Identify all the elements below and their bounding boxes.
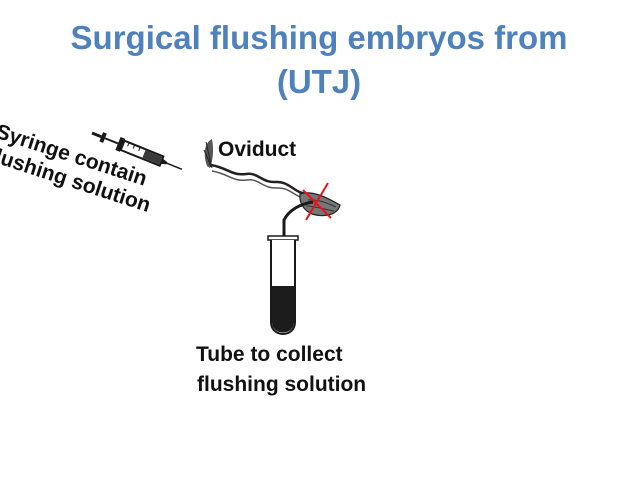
tube-label: Tube to collect flushing solution xyxy=(196,340,366,400)
oviduct-label: Oviduct xyxy=(218,138,297,161)
slide-title: Surgical flushing embryos from (UTJ) xyxy=(0,16,638,104)
tube-label-line-2: flushing solution xyxy=(197,373,367,396)
syringe-icon xyxy=(91,131,183,171)
title-line-2: (UTJ) xyxy=(276,63,362,100)
title-line-1: Surgical flushing embryos from xyxy=(70,19,568,56)
oviduct-icon xyxy=(203,139,341,217)
tube-label-line-1: Tube to collect xyxy=(196,343,343,366)
collection-needle xyxy=(282,200,314,276)
collection-tube-icon xyxy=(267,235,299,335)
cut-mark-icon xyxy=(302,182,332,221)
